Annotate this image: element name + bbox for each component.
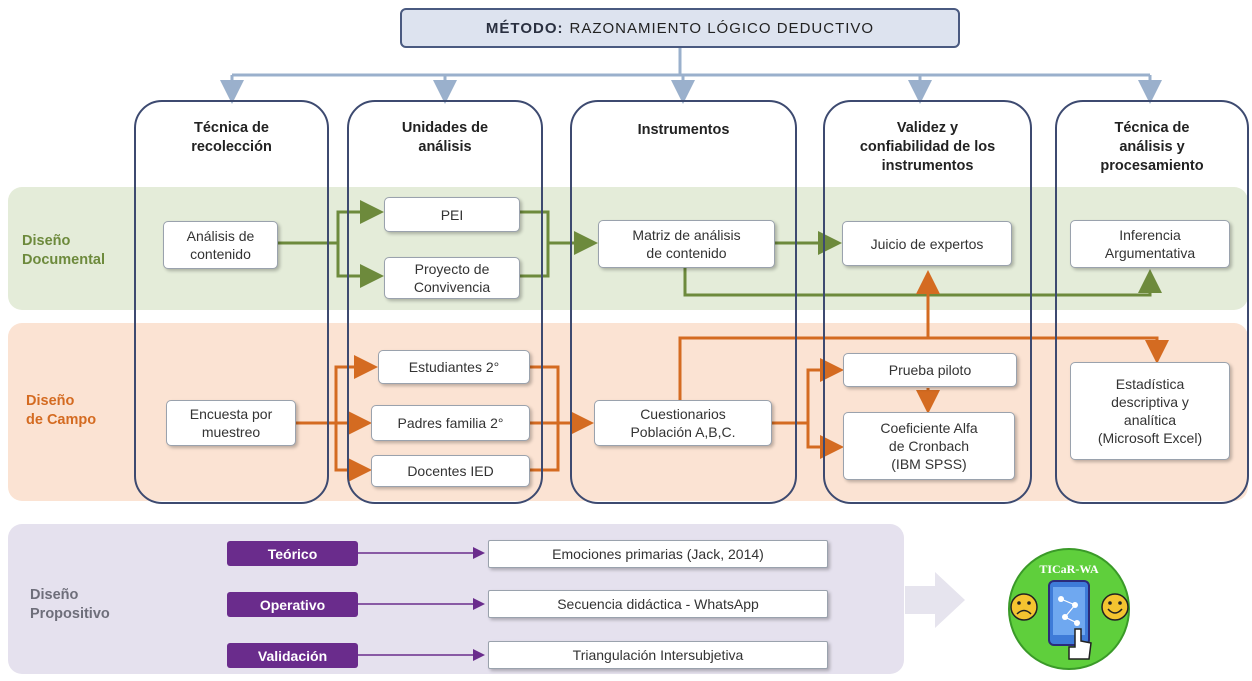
row-label-line: Diseño [22, 233, 71, 249]
box-juicio-expertos: Juicio de expertos [842, 221, 1012, 266]
box-line: Población A,B,C. [630, 424, 736, 440]
column-unidades-analisis [347, 100, 543, 504]
box-line: Convivencia [413, 279, 491, 295]
box-padres-familia: Padres familia 2° [371, 405, 530, 441]
header-line: procesamiento [1100, 158, 1204, 174]
box-line: de Cronbach [888, 438, 970, 454]
happy-face-icon [1101, 593, 1129, 621]
box-line: descriptiva y [1111, 394, 1189, 410]
tag-label: Teórico [267, 545, 318, 562]
documental-connectors [278, 200, 1162, 297]
box-estadistica: Estadística descriptiva y analítica (Mic… [1070, 362, 1230, 460]
column-validez [823, 100, 1032, 504]
box-line: de contenido [646, 245, 727, 261]
tag-label: Validación [257, 647, 328, 664]
box-line: analítica [1123, 412, 1177, 428]
logo-text: TICaR-WA [1039, 562, 1099, 576]
column-tecnica-recoleccion [134, 100, 329, 504]
column-header-validez: Validez y confiabilidad de los instrumen… [823, 119, 1032, 176]
box-prueba-piloto: Prueba piloto [843, 353, 1017, 387]
row-label-line: Diseño [30, 587, 79, 603]
row-label-line: Diseño [26, 393, 75, 409]
header-line: Unidades de [401, 120, 489, 136]
tag-label: Operativo [259, 596, 326, 613]
method-text: RAZONAMIENTO LÓGICO DEDUCTIVO [569, 19, 875, 37]
sad-face-icon [1010, 593, 1038, 621]
box-line: (Microsoft Excel) [1097, 430, 1203, 446]
row-label-documental: Diseño Documental [22, 232, 105, 270]
box-secuencia-didactica: Secuencia didáctica - WhatsApp [488, 590, 828, 618]
pbox-text: Triangulación Intersubjetiva [572, 647, 744, 663]
pointing-hand-icon [1068, 628, 1092, 660]
method-connectors [220, 48, 1162, 104]
tag-validacion: Validación [227, 643, 358, 668]
box-coeficiente-alfa: Coeficiente Alfa de Cronbach (IBM SPSS) [843, 412, 1015, 480]
big-arrow-icon [905, 572, 965, 628]
box-line: Estadística [1115, 376, 1185, 392]
header-line: Validez y [896, 120, 959, 136]
tag-teorico: Teórico [227, 541, 358, 566]
box-inferencia-argumentativa: Inferencia Argumentativa [1070, 220, 1230, 268]
tag-operativo: Operativo [227, 592, 358, 617]
box-pei: PEI [384, 197, 520, 232]
box-matriz-analisis: Matriz de análisis de contenido [598, 220, 775, 268]
column-instrumentos [570, 100, 797, 504]
column-header-tecnica: Técnica de recolección [134, 119, 329, 157]
box-line: contenido [190, 246, 251, 262]
header-line: Técnica de [1114, 120, 1190, 136]
box-triangulacion: Triangulación Intersubjetiva [488, 641, 828, 669]
header-line: confiabilidad de los [859, 139, 996, 155]
box-line: Prueba piloto [888, 362, 972, 378]
box-cuestionarios: Cuestionarios Población A,B,C. [594, 400, 772, 446]
header-line: análisis y [1119, 139, 1185, 155]
ticar-wa-logo: TICaR-WA [1008, 548, 1130, 670]
header-line: Instrumentos [637, 122, 730, 138]
box-estudiantes: Estudiantes 2° [378, 350, 530, 384]
box-line: Padres familia 2° [397, 415, 504, 431]
box-line: Juicio de expertos [870, 235, 984, 252]
propositivo-connectors [358, 547, 485, 661]
row-label-campo: Diseño de Campo [26, 392, 96, 430]
column-header-analisis: Técnica de análisis y procesamiento [1055, 119, 1249, 176]
box-line: muestreo [201, 424, 261, 440]
row-label-line: de Campo [26, 412, 97, 428]
box-docentes-ied: Docentes IED [371, 455, 530, 487]
header-line: instrumentos [881, 158, 974, 174]
box-line: Encuesta por [189, 406, 273, 422]
method-title: MÉTODO: RAZONAMIENTO LÓGICO DEDUCTIVO [400, 8, 960, 48]
pbox-text: Secuencia didáctica - WhatsApp [557, 596, 759, 612]
row-label-line: Propositivo [30, 606, 110, 622]
header-line: Técnica de [194, 120, 269, 136]
box-line: Proyecto de [414, 261, 490, 277]
column-header-instrumentos: Instrumentos [570, 121, 797, 140]
row-label-line: Documental [22, 252, 105, 268]
pbox-text: Emociones primarias (Jack, 2014) [552, 546, 764, 562]
box-line: Inferencia [1119, 227, 1181, 243]
method-label: MÉTODO: [485, 19, 564, 37]
box-emociones-primarias: Emociones primarias (Jack, 2014) [488, 540, 828, 568]
box-encuesta-muestreo: Encuesta por muestreo [166, 400, 296, 446]
column-analisis [1055, 100, 1249, 504]
campo-connectors [296, 270, 1169, 482]
header-line: análisis [418, 139, 472, 155]
header-line: recolección [191, 139, 272, 155]
box-line: (IBM SPSS) [891, 456, 967, 472]
column-header-unidades: Unidades de análisis [347, 119, 543, 157]
row-label-propositivo: Diseño Propositivo [30, 586, 110, 624]
box-line: Docentes IED [407, 463, 494, 479]
box-line: Coeficiente Alfa [880, 420, 978, 436]
box-line: Estudiantes 2° [408, 359, 500, 375]
box-line: Argumentativa [1104, 245, 1196, 261]
box-line: PEI [440, 206, 464, 223]
box-line: Matriz de análisis [632, 227, 741, 243]
box-line: Cuestionarios [640, 406, 726, 422]
phone-icon [1048, 580, 1090, 646]
box-proyecto-convivencia: Proyecto de Convivencia [384, 257, 520, 299]
box-line: Análisis de [186, 228, 255, 244]
box-analisis-contenido: Análisis de contenido [163, 221, 278, 269]
